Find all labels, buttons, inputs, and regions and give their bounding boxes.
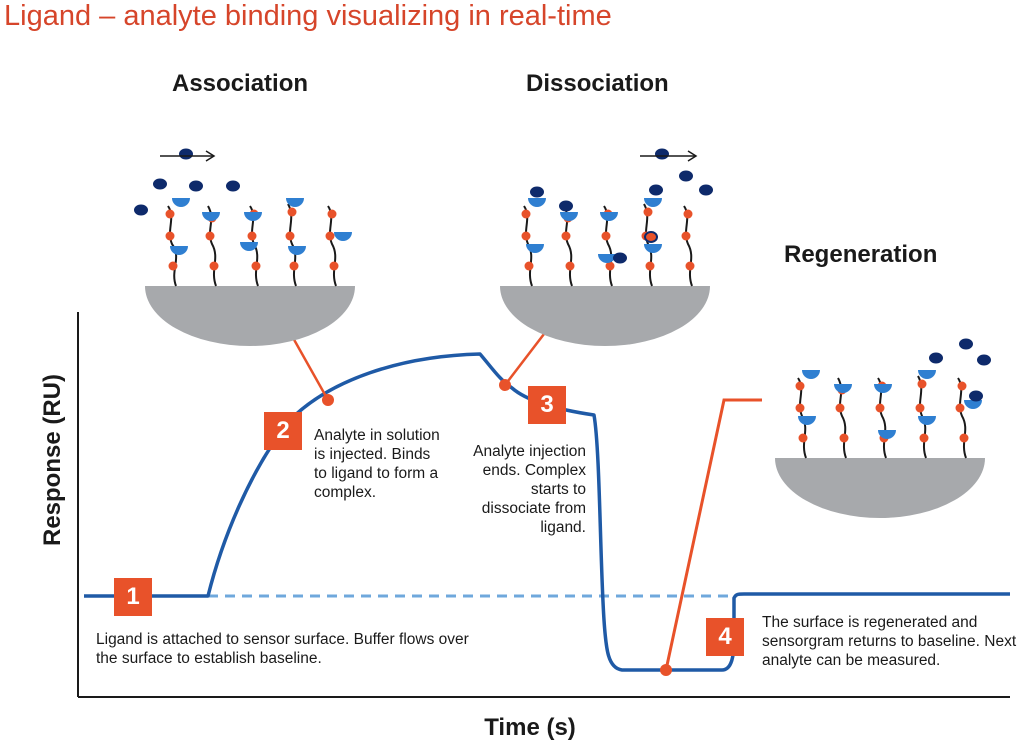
sensor-surface-association [145, 286, 355, 346]
regeneration-marker [660, 664, 672, 676]
axes [77, 312, 1010, 698]
dissociation-analytes [530, 148, 713, 264]
sensor-surface-regeneration [775, 458, 985, 518]
association-ligand-beads [165, 207, 339, 271]
x-axis-label: Time (s) [484, 714, 576, 741]
step-1-badge: 1 [114, 578, 152, 616]
y-axis-label: Response (RU) [39, 373, 66, 547]
regeneration-analytes [929, 338, 991, 402]
step-4-description: The surface is regenerated and sensorgra… [762, 614, 1017, 669]
step-2-badge: 2 [264, 412, 302, 450]
step-3-badge: 3 [528, 386, 566, 424]
association-ligand-cups [170, 198, 352, 255]
step-3-description: Analyte injection ends. Complex starts t… [473, 443, 586, 536]
regeneration-injection-line [664, 398, 762, 671]
page-title: Ligand – analyte binding visualizing in … [4, 0, 612, 32]
regeneration-heading: Regeneration [784, 241, 938, 268]
step-2-description: Analyte in solution is injected. Binds t… [314, 427, 440, 501]
dissociation-ligand-beads [521, 207, 695, 271]
dissociation-flow-arrow [640, 150, 698, 162]
association-heading: Association [172, 70, 309, 97]
association-analytes [134, 148, 240, 216]
association-connector [290, 335, 330, 401]
dissociation-connector [504, 333, 545, 386]
step-1-description: Ligand is attached to sensor surface. Bu… [96, 631, 469, 667]
step-4-badge: 4 [706, 618, 744, 656]
association-marker [322, 394, 334, 406]
association-flow-arrow [160, 150, 216, 162]
sensor-surface-dissociation [500, 286, 710, 346]
dissociation-heading: Dissociation [526, 70, 669, 97]
dissociation-marker [499, 379, 511, 391]
dissociation-ligand-cups [526, 198, 662, 263]
regeneration-ligand-cups [798, 370, 982, 439]
